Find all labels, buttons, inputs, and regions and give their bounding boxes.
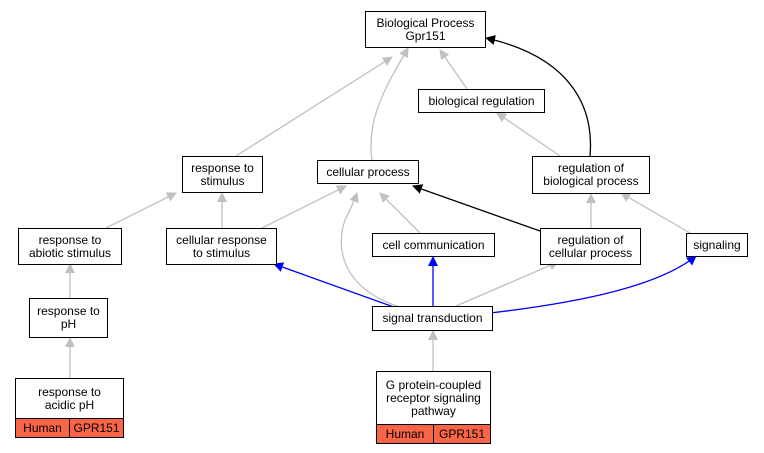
edge-sigtrans-to-cellular bbox=[340, 192, 401, 308]
node-label: cellular response to stimulus bbox=[176, 232, 267, 260]
edge-regbio-to-bioreg bbox=[496, 112, 561, 157]
edge-sigtrans-to-regcell bbox=[455, 260, 559, 307]
edge-signaling-to-regbio bbox=[620, 192, 691, 234]
edge-stimulus-to-bp bbox=[235, 56, 393, 157]
edge-regbio-regulates-bp bbox=[485, 35, 592, 157]
node-label: response to stimulus bbox=[191, 160, 254, 188]
node-response-to-abiotic-stimulus[interactable]: response to abiotic stimulus bbox=[18, 228, 122, 265]
node-label: Biological Process Gpr151 bbox=[376, 15, 475, 43]
node-cellular-process[interactable]: cellular process bbox=[317, 160, 419, 184]
gene-tag: GPR151 bbox=[69, 419, 123, 437]
node-label: cell communication bbox=[382, 237, 485, 252]
species-tag: Human bbox=[377, 425, 433, 443]
node-label: G protein-coupled receptor signaling pat… bbox=[385, 377, 482, 418]
edge-sigtrans-to-signaling bbox=[489, 255, 697, 314]
node-label: signal transduction bbox=[382, 311, 483, 325]
node-label: response to acidic pH bbox=[38, 384, 101, 412]
node-label: regulation of biological process bbox=[543, 161, 639, 188]
edge-sigtrans-to-cellresp bbox=[273, 262, 403, 311]
node-response-to-stimulus[interactable]: response to stimulus bbox=[182, 156, 263, 193]
node-label: response to pH bbox=[37, 304, 100, 331]
node-response-to-ph[interactable]: response to pH bbox=[29, 298, 108, 338]
node-signaling[interactable]: signaling bbox=[686, 233, 748, 257]
edge-regcell-regulates-cellular bbox=[412, 184, 541, 232]
node-cell-communication[interactable]: cell communication bbox=[372, 233, 495, 257]
node-label: cellular process bbox=[326, 164, 410, 179]
gene-tag: GPR151 bbox=[433, 425, 490, 443]
node-cellular-response-to-stimulus[interactable]: cellular response to stimulus bbox=[166, 228, 277, 265]
node-label: signaling bbox=[693, 237, 741, 252]
edge-cellresp-to-cellular bbox=[261, 185, 347, 229]
edge-cellular-to-bp bbox=[370, 47, 409, 161]
node-label: regulation of cellular process bbox=[548, 232, 633, 260]
node-biological-regulation[interactable]: biological regulation bbox=[418, 89, 545, 113]
edge-cellcomm-to-cellular bbox=[379, 192, 421, 234]
node-biological-process[interactable]: Biological Process Gpr151 bbox=[365, 11, 486, 48]
node-regulation-of-biological-process[interactable]: regulation of biological process bbox=[532, 156, 650, 194]
node-gpcr-signaling-pathway[interactable]: G protein-coupled receptor signaling pat… bbox=[376, 371, 491, 444]
node-regulation-of-cellular-process[interactable]: regulation of cellular process bbox=[540, 228, 641, 265]
node-label: response to abiotic stimulus bbox=[28, 232, 112, 260]
node-label: biological regulation bbox=[428, 93, 535, 108]
edge-abiotic-to-stimulus bbox=[105, 192, 177, 229]
annotation-row: Human GPR151 bbox=[16, 418, 123, 437]
species-tag: Human bbox=[16, 419, 69, 437]
node-response-to-acidic-ph[interactable]: response to acidic pH Human GPR151 bbox=[15, 378, 124, 438]
annotation-row: Human GPR151 bbox=[377, 424, 490, 443]
edge-bioreg-to-bp bbox=[439, 49, 468, 90]
node-signal-transduction[interactable]: signal transduction bbox=[372, 306, 493, 331]
